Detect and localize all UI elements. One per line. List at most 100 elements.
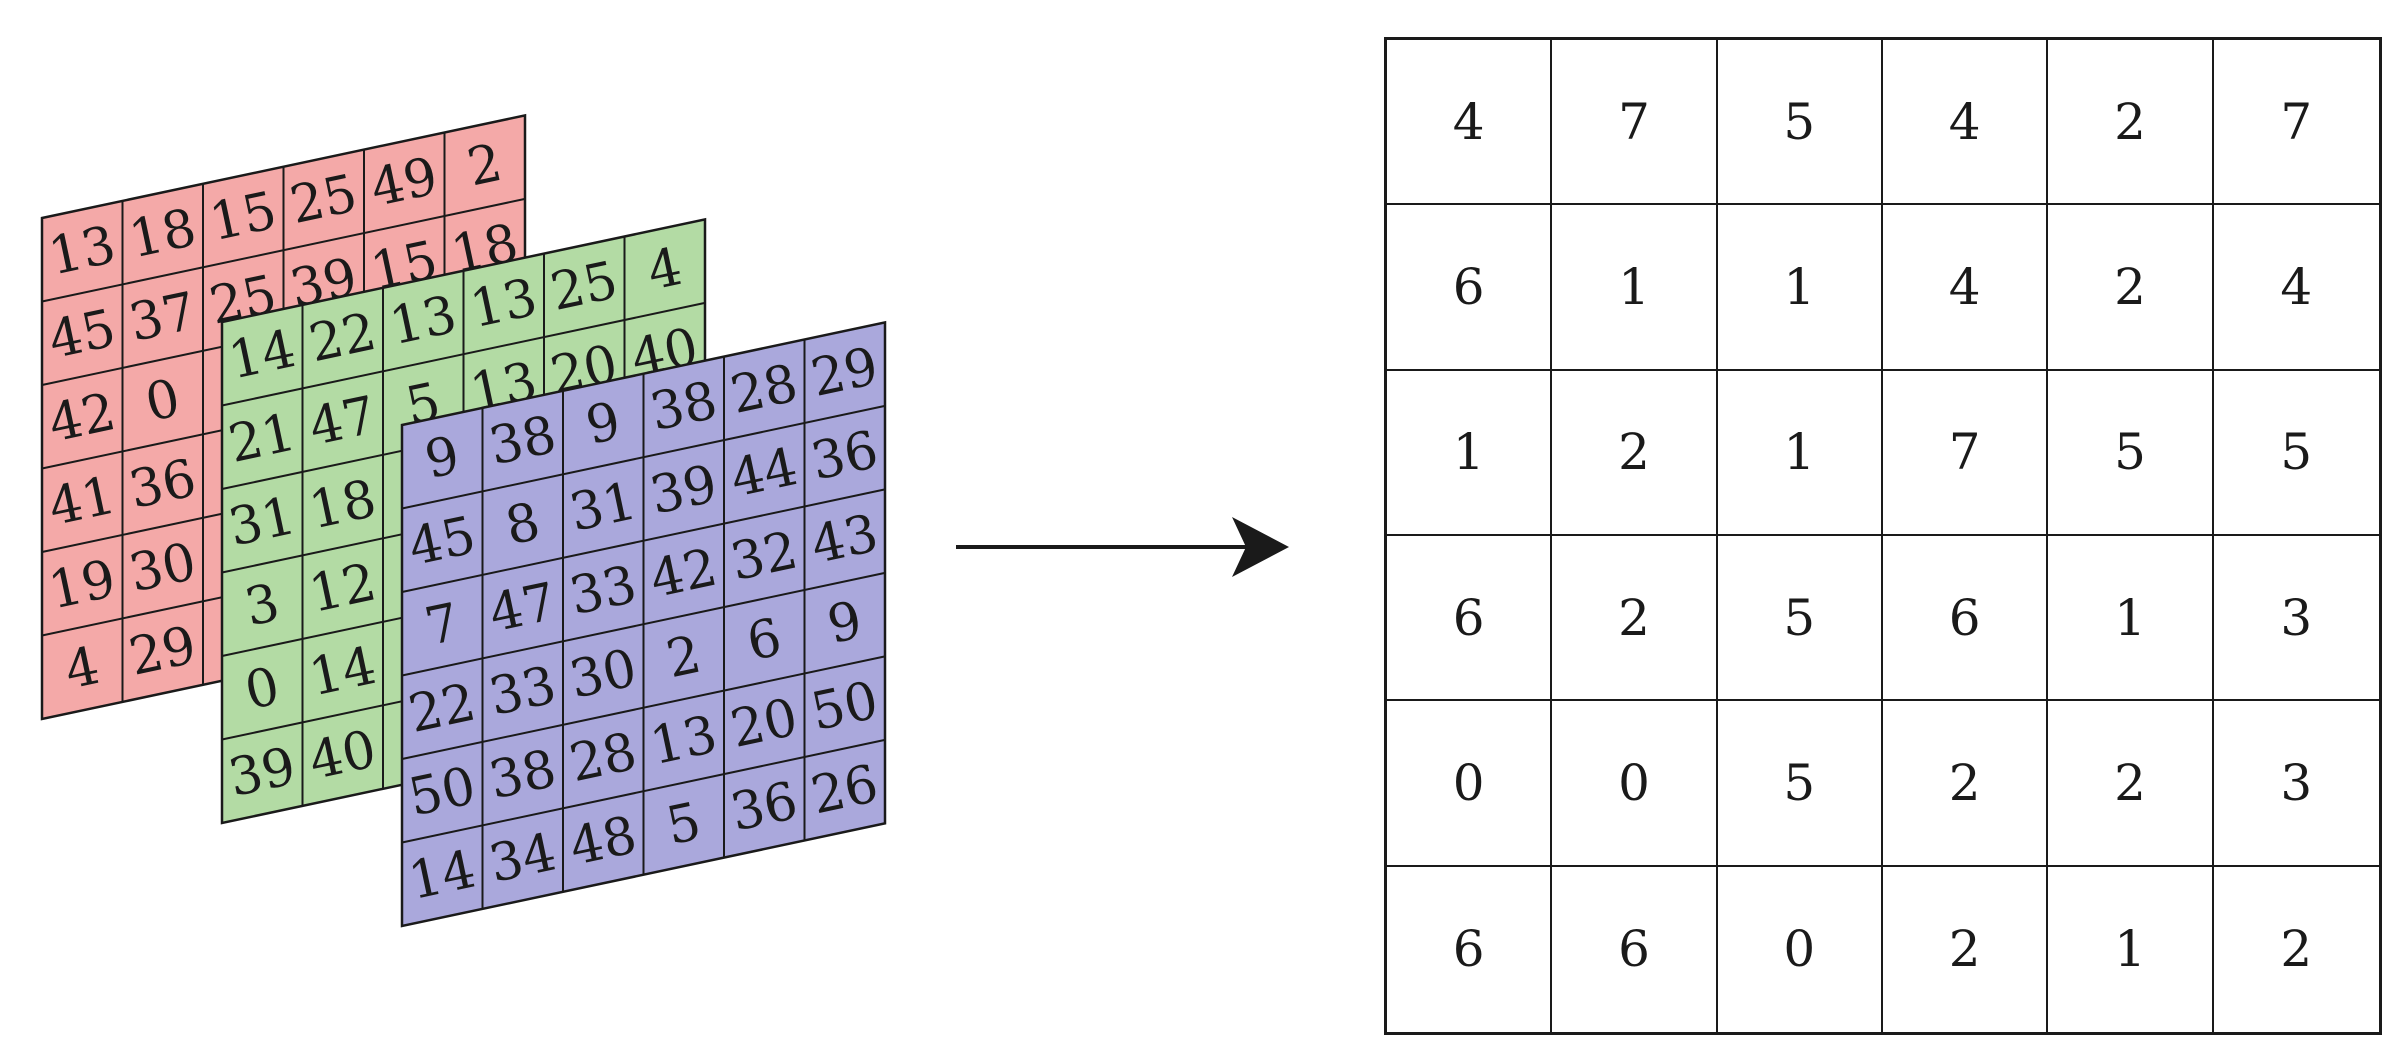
layer-grid-line — [41, 197, 526, 303]
layer-grid-line — [401, 488, 886, 593]
arrow — [956, 517, 1289, 577]
output-cell: 4 — [2213, 205, 2379, 371]
layer-blue-cell-value: 43 — [806, 503, 883, 575]
layer-blue-cell-value: 26 — [806, 754, 883, 826]
output-cell: 6 — [1387, 866, 1553, 1032]
layer-grid-line — [401, 738, 886, 844]
layer-red-cell-value: 37 — [124, 281, 201, 353]
output-cell: 5 — [1717, 40, 1883, 206]
output-cell: 2 — [2048, 205, 2214, 371]
layer-blue-cell-value: 36 — [806, 420, 883, 492]
layer-blue-cell-value: 38 — [645, 371, 722, 443]
layer-blue-cell-value: 47 — [484, 572, 561, 644]
layer-blue-cell-value: 42 — [645, 538, 722, 610]
output-cell: 0 — [1718, 866, 1883, 1032]
layer-red-cell-value: 19 — [44, 549, 121, 621]
layer-blue-cell-value: 50 — [806, 670, 883, 742]
output-cell: 1 — [1552, 205, 1718, 371]
arrow-head-icon — [1232, 517, 1289, 577]
output-cell: 6 — [1387, 535, 1553, 702]
output-cell: 3 — [2213, 701, 2379, 867]
layer-green-cell-value: 47 — [304, 385, 381, 457]
output-cell: 7 — [1552, 40, 1718, 206]
output-cell: 4 — [1882, 40, 2049, 206]
layer-green-cell-value: 13 — [385, 285, 462, 357]
layer-green-cell-value: 13 — [465, 268, 542, 340]
output-cell: 3 — [2213, 536, 2379, 702]
layer-blue-cell-value: 28 — [726, 354, 803, 426]
layer-blue-cell-value: 38 — [484, 739, 561, 811]
layer-grid-line — [401, 404, 886, 510]
layer-blue-cell-value: 31 — [565, 471, 642, 543]
output-cell: 5 — [2213, 371, 2379, 536]
layer-red-cell-value: 49 — [366, 147, 443, 219]
layer-red-cell-value: 42 — [44, 382, 121, 454]
layer-blue-cell-value: 32 — [726, 521, 803, 593]
output-cell: 1 — [2048, 866, 2214, 1032]
layer-grid-line — [221, 301, 706, 407]
layer-blue-cell-value: 28 — [565, 722, 642, 794]
layer-blue-cell-value: 33 — [565, 555, 642, 627]
output-cell: 2 — [2048, 701, 2214, 867]
layer-red-cell-value: 15 — [205, 181, 282, 253]
layer-red-cell-value: 13 — [44, 215, 121, 287]
layer-blue-cell-value: 45 — [404, 505, 481, 577]
layer-blue-cell-value: 30 — [565, 638, 642, 710]
layer-green-cell-value: 14 — [304, 636, 381, 708]
output-cell: 2 — [2280, 920, 2313, 979]
layer-green-cell-value: 22 — [304, 302, 381, 374]
layer-red-cell-value: 41 — [44, 465, 121, 537]
layer-green-cell-value: 40 — [304, 719, 381, 791]
layer-green-cell-value: 21 — [224, 402, 301, 474]
output-cell: 0 — [1552, 701, 1718, 867]
layer-blue-cell-value: 38 — [484, 405, 561, 477]
layer-blue-cell-value: 29 — [806, 336, 883, 408]
output-cell: 2 — [1883, 866, 2049, 1032]
output-cell: 1 — [1387, 370, 1553, 536]
layer-green-cell-value: 31 — [224, 486, 301, 558]
layer-green-cell-value: 14 — [224, 319, 301, 391]
output-cell: 2 — [1552, 370, 1718, 536]
layer-blue-cell-value: 50 — [404, 756, 481, 828]
layer-red-cell-value: 25 — [285, 164, 362, 236]
layer-green-cell-value: 12 — [304, 552, 381, 624]
layer-red-cell-value: 36 — [124, 448, 201, 520]
output-cell: 1 — [2048, 535, 2214, 702]
layer-red-cell-value: 45 — [44, 298, 121, 370]
layer-green-cell-value: 25 — [546, 251, 623, 323]
layer-red-cell-value: 18 — [124, 198, 201, 270]
output-cell: 1 — [1717, 205, 1883, 371]
output-cell: 2 — [1882, 701, 2049, 867]
layer-blue-cell-value: 20 — [726, 688, 803, 760]
layer-grid-line — [401, 571, 886, 677]
output-cell: 5 — [2048, 370, 2214, 536]
layer-blue-cell-value: 34 — [484, 822, 561, 894]
output-cell: 6 — [1387, 205, 1553, 371]
output-cell: 1 — [1717, 370, 1883, 536]
output-cell: 5 — [1717, 701, 1883, 867]
output-cell: 5 — [1717, 535, 1883, 702]
output-cell: 7 — [2213, 40, 2379, 206]
layer-blue-cell-value: 36 — [726, 771, 803, 843]
output-cell: 7 — [1882, 370, 2049, 536]
layer-green-cell-value: 18 — [304, 469, 381, 541]
layer-blue-cell-value: 39 — [645, 454, 722, 526]
output-cell: 6 — [1552, 866, 1718, 1032]
layer-blue-cell-value: 48 — [565, 805, 642, 877]
output-cell: 4 — [1387, 40, 1553, 206]
layer-blue-cell-value: 22 — [404, 672, 481, 744]
output-cell: 6 — [1882, 535, 2049, 702]
layer-green-cell-value: 39 — [224, 736, 301, 808]
output-cell: 4 — [1882, 205, 2049, 371]
layer-blue-cell-value: 44 — [726, 437, 803, 509]
layer-red-cell-value: 30 — [124, 532, 201, 604]
output-cell: 2 — [1552, 535, 1718, 702]
layer-blue-cell-value: 13 — [645, 705, 722, 777]
layer-grid-line — [401, 655, 886, 760]
layer-red-cell-value: 29 — [124, 615, 201, 687]
layer-blue-cell-value: 14 — [404, 839, 481, 911]
